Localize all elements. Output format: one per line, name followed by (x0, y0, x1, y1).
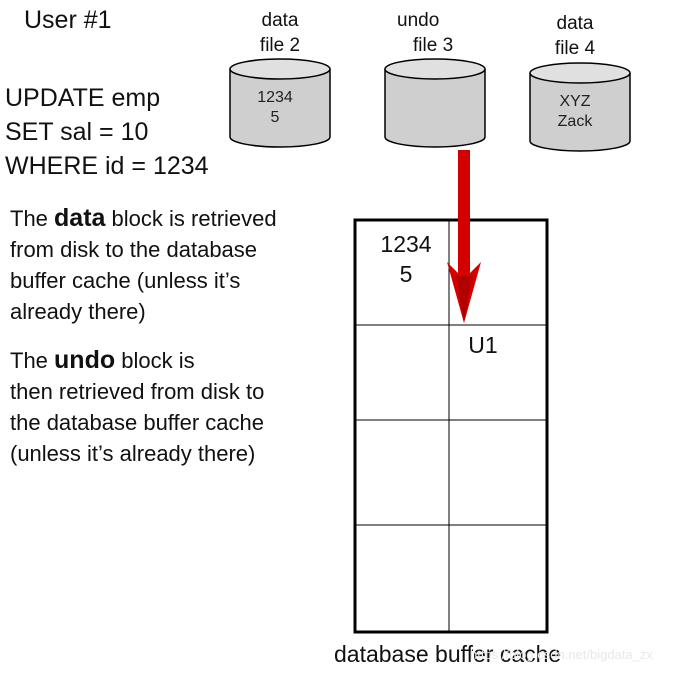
para1-line-1: The data block is retrieved (10, 204, 277, 232)
sql-line-3: WHERE id = 1234 (5, 152, 209, 180)
para2-line-4: (unless it’s already there) (10, 441, 256, 466)
sql-line-1: UPDATE emp (5, 84, 161, 112)
user-title: User #1 (24, 6, 112, 34)
buffer-cache-grid (353, 218, 549, 634)
data-block-explanation: The data block is retrieved from disk to… (10, 203, 277, 327)
disk-data-file-2 (229, 58, 331, 148)
para2-line-3: the database buffer cache (10, 410, 265, 435)
sql-line-2: SET sal = 10 (5, 118, 149, 146)
cache-block-undo: U1 (468, 332, 498, 358)
para1-line-3: buffer cache (unless it’s (10, 268, 241, 293)
para1-line-4: already there) (10, 299, 146, 324)
para2-line-1: The undo block is (10, 346, 195, 374)
para1-line-2: from disk to the database (10, 237, 258, 262)
disk-data-file-4 (529, 62, 631, 152)
undo-block-explanation: The undo block is then retrieved from di… (10, 345, 264, 469)
para2-line-2: then retrieved from disk to (10, 379, 265, 404)
disk-undo-file-3 (384, 58, 486, 148)
undo-retrieval-arrow (447, 150, 481, 323)
file-3-label: undo file 3 (397, 10, 454, 56)
buffer-cache-caption: database buffer cache (334, 641, 562, 667)
watermark: https://blog.csdn.net/bigdata_zx (470, 647, 653, 662)
